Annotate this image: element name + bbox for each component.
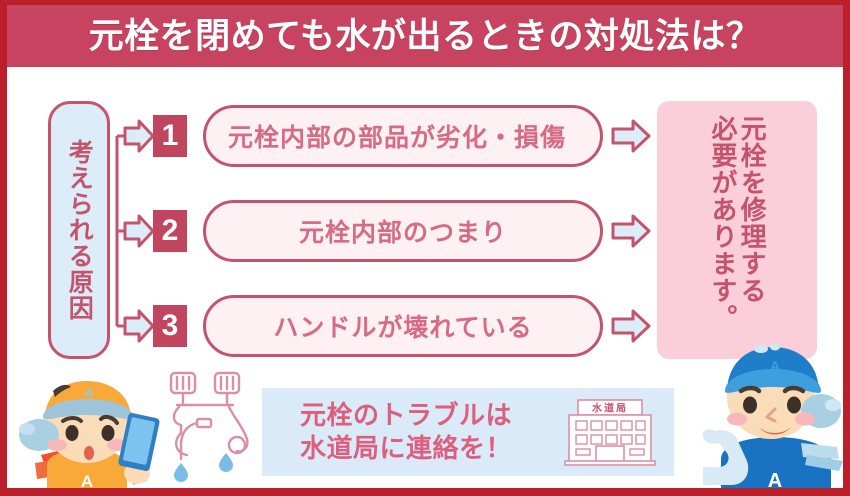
cause-row-3: 3 ハンドルが壊れている (153, 295, 653, 357)
cause-column: 考えられる原因 (48, 101, 110, 359)
svg-text:A: A (770, 358, 780, 374)
cause-number-badge: 2 (153, 210, 187, 252)
cause-number-badge: 1 (153, 115, 187, 157)
svg-text:A: A (768, 470, 782, 492)
cause-row-1: 1 元栓内部の部品が劣化・損傷 (153, 105, 653, 167)
contact-banner-text: 元栓のトラブルは 水道局に連絡を！ (300, 399, 512, 466)
contact-banner: 元栓のトラブルは 水道局に連絡を！ 水道局 (262, 388, 674, 476)
result-panel: 元栓を修理する 必要があります。 (657, 101, 817, 359)
page-title: 元栓を閉めても水が出るときの対処法は？ (88, 16, 762, 56)
cause-text-box: ハンドルが壊れている (203, 295, 603, 357)
header-band: 元栓を閉めても水が出るときの対処法は？ (7, 5, 843, 67)
contact-banner-line-2: 水道局に連絡を！ (300, 433, 513, 463)
result-arrow-icon (611, 214, 651, 248)
result-arrow-icon (611, 119, 651, 153)
cause-text-box: 元栓内部のつまり (203, 200, 603, 262)
cause-number-badge: 3 (153, 305, 187, 347)
dripping-faucet-icon (169, 371, 249, 482)
water-bureau-building-icon: 水道局 (564, 399, 656, 466)
worried-person-with-phone-illustration: A A (19, 381, 160, 491)
building-sign-text: 水道局 (591, 402, 628, 415)
contact-banner-line-1: 元栓のトラブルは (300, 399, 513, 430)
water-drop-icon (174, 463, 188, 482)
cause-column-label: 考えられる原因 (65, 139, 94, 321)
result-text-line2: 必要があります。 (708, 115, 738, 331)
result-text-line1: 元栓を修理する (737, 115, 768, 304)
cause-text-box: 元栓内部の部品が劣化・損傷 (203, 105, 603, 167)
svg-text:A: A (84, 385, 94, 400)
water-drop-icon (219, 453, 233, 472)
svg-text:A: A (81, 472, 93, 491)
smiling-worker-pointing-illustration: A A (702, 343, 843, 492)
cause-row-2: 2 元栓内部のつまり (153, 200, 653, 262)
result-arrow-icon (611, 309, 651, 343)
